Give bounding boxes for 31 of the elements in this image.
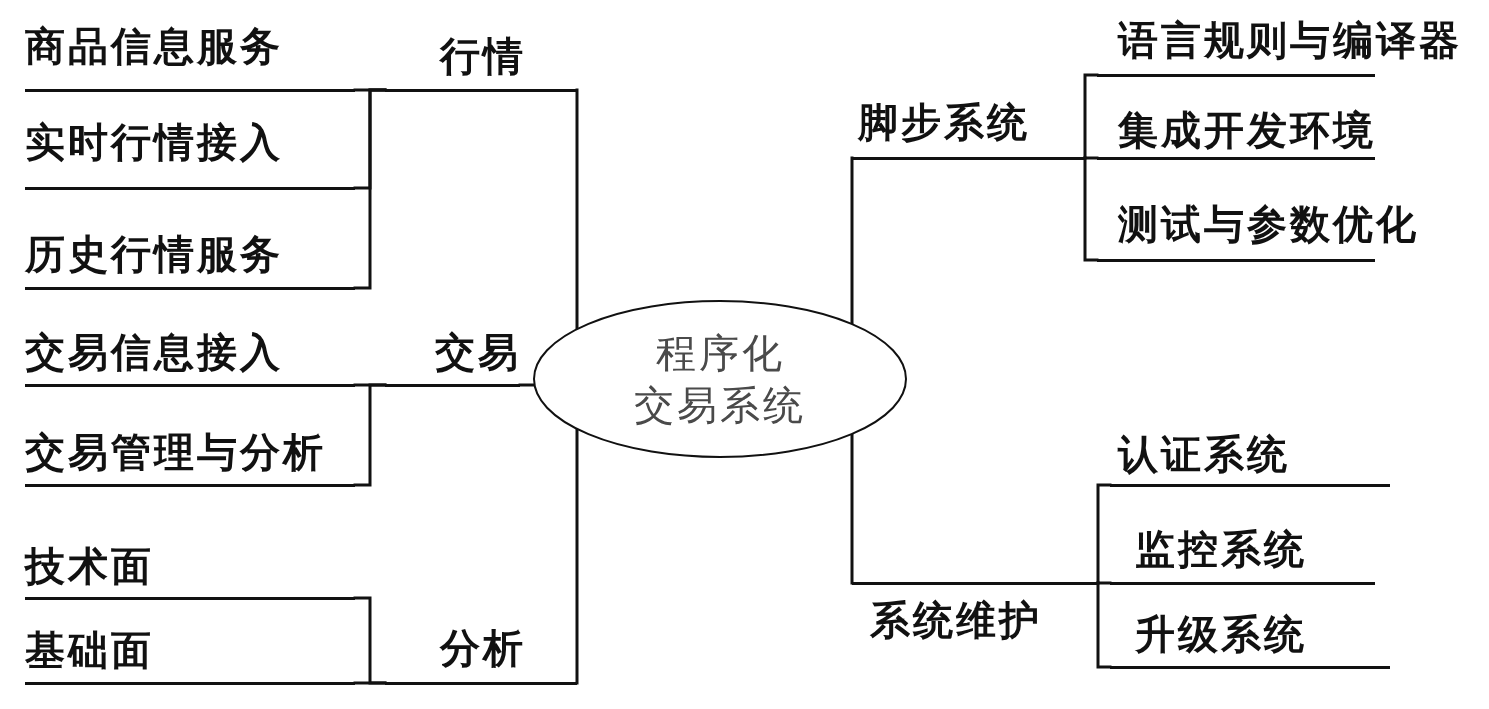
branch-label: 行情 (385, 34, 577, 92)
connector-line (1096, 483, 1112, 585)
connector-line (575, 428, 579, 685)
topic-label: 认证系统 (1110, 432, 1390, 487)
topic-label: 监控系统 (1110, 527, 1375, 585)
branch-label: 交易 (385, 330, 521, 387)
branch-label: 脚步系统 (852, 100, 1085, 160)
topic-label: 基础面 (25, 628, 355, 685)
connector-line (353, 88, 387, 290)
connector-line (850, 156, 854, 325)
topic-label: 交易管理与分析 (25, 430, 355, 487)
topic-label: 技术面 (25, 544, 355, 600)
branch-label: 分析 (385, 626, 577, 685)
connector-line (353, 383, 387, 487)
topic-label: 集成开发环境 (1097, 108, 1376, 160)
branch-label: 系统维护 (852, 581, 1098, 646)
connector-line (850, 433, 854, 585)
topic-label: 升级系统 (1110, 612, 1390, 669)
topic-label: 历史行情服务 (25, 232, 355, 290)
connector-line (353, 681, 387, 685)
connector-line (1083, 156, 1099, 262)
topic-label: 语言规则与编译器 (1097, 18, 1462, 77)
topic-label: 实时行情接入 (25, 120, 355, 190)
topic-label: 测试与参数优化 (1097, 202, 1419, 262)
topic-label: 商品信息服务 (25, 24, 355, 92)
connector-line (1096, 581, 1112, 669)
center-label: 程序化交易系统 (634, 329, 806, 430)
connector-line (1083, 73, 1099, 160)
connector-line (518, 383, 535, 387)
connector-line (575, 88, 579, 330)
topic-label: 交易信息接入 (25, 330, 355, 387)
